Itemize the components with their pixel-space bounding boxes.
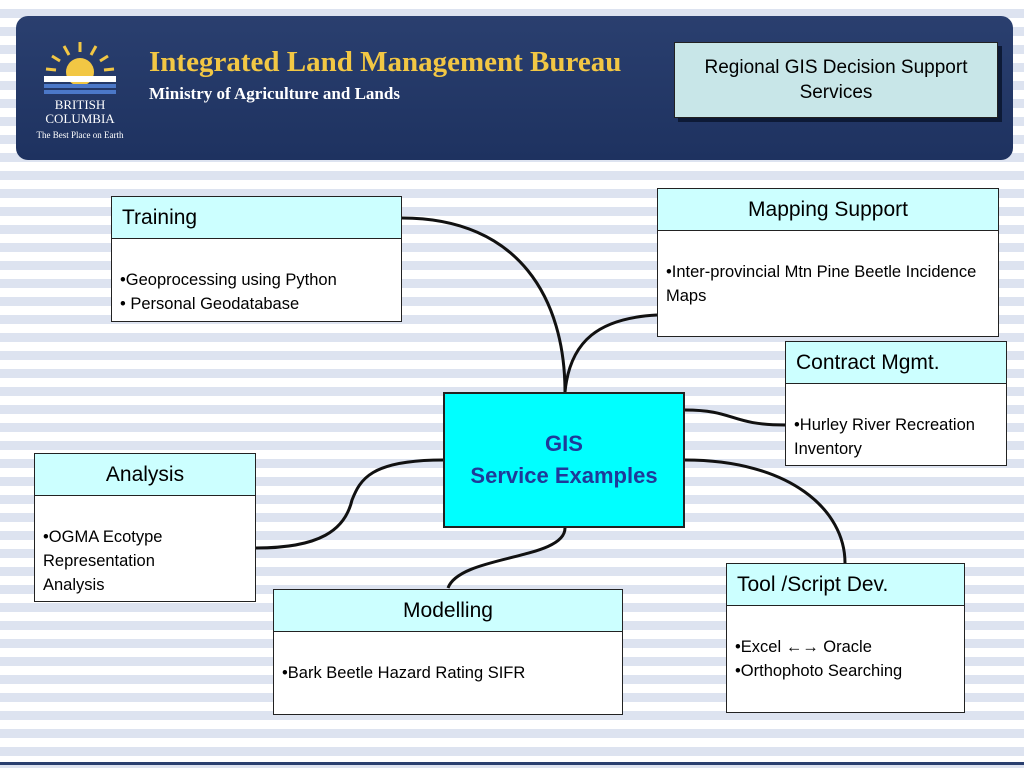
logo-text-british: BRITISH: [54, 97, 106, 112]
sun-mountain-icon: [44, 42, 116, 94]
node-modelling: Modelling •Bark Beetle Hazard Rating SIF…: [273, 589, 623, 715]
bc-logo: BRITISH COLUMBIA The Best Place on Earth: [24, 36, 136, 146]
ministry-subtitle: Ministry of Agriculture and Lands: [149, 84, 400, 103]
logo-text-columbia: COLUMBIA: [45, 111, 115, 126]
node-analysis-title: Analysis: [35, 454, 255, 496]
node-modelling-title: Modelling: [274, 590, 622, 632]
center-node-gis-service-examples: GIS Service Examples: [443, 392, 685, 528]
bottom-rule: [0, 762, 1024, 765]
node-mapping-support: Mapping Support •Inter-provincial Mtn Pi…: [657, 188, 999, 337]
node-tool-script-dev-item: •Excel ←→ Oracle: [735, 638, 872, 656]
node-training-item: •Geoprocessing using Python: [120, 271, 337, 289]
regional-services-badge: Regional GIS Decision Support Services: [674, 42, 998, 118]
regional-services-text: Regional GIS Decision Support Services: [704, 57, 968, 103]
node-analysis-body: •OGMA Ecotype Representation Analysis: [35, 496, 255, 597]
node-analysis: Analysis •OGMA Ecotype Representation An…: [34, 453, 256, 602]
bureau-title: Integrated Land Management Bureau: [149, 46, 622, 78]
connector-analysis: [255, 458, 444, 550]
node-tool-script-dev-body: •Excel ←→ Oracle •Orthophoto Searching: [727, 606, 964, 683]
node-tool-script-dev: Tool /Script Dev. •Excel ←→ Oracle •Orth…: [726, 563, 965, 713]
node-contract-mgmt-title: Contract Mgmt.: [786, 342, 1006, 384]
node-training: Training •Geoprocessing using Python • P…: [111, 196, 402, 322]
node-contract-mgmt-item: •Hurley River Recreation Inventory: [794, 416, 975, 458]
node-contract-mgmt: Contract Mgmt. •Hurley River Recreation …: [785, 341, 1007, 466]
node-training-title: Training: [112, 197, 401, 239]
node-tool-script-dev-item: •Orthophoto Searching: [735, 662, 903, 680]
center-node-line1: GIS: [545, 431, 583, 456]
node-tool-script-dev-title: Tool /Script Dev.: [727, 564, 964, 606]
connector-training: [401, 216, 567, 393]
connector-contract: [684, 408, 786, 427]
node-training-body: •Geoprocessing using Python • Personal G…: [112, 239, 401, 316]
node-modelling-item: •Bark Beetle Hazard Rating SIFR: [282, 664, 526, 682]
node-contract-mgmt-body: •Hurley River Recreation Inventory: [786, 384, 1006, 461]
node-modelling-body: •Bark Beetle Hazard Rating SIFR: [274, 632, 622, 685]
node-mapping-support-title: Mapping Support: [658, 189, 998, 231]
connector-mapping: [563, 313, 658, 393]
connector-modelling: [446, 527, 567, 589]
center-node-line2: Service Examples: [470, 463, 658, 488]
connector-tool: [684, 458, 847, 564]
logo-tagline: The Best Place on Earth: [36, 130, 124, 140]
node-analysis-item: •OGMA Ecotype Representation Analysis: [43, 528, 163, 594]
node-mapping-support-item: •Inter-provincial Mtn Pine Beetle Incide…: [666, 263, 977, 305]
node-mapping-support-body: •Inter-provincial Mtn Pine Beetle Incide…: [658, 231, 998, 308]
node-training-item: • Personal Geodatabase: [120, 295, 300, 313]
